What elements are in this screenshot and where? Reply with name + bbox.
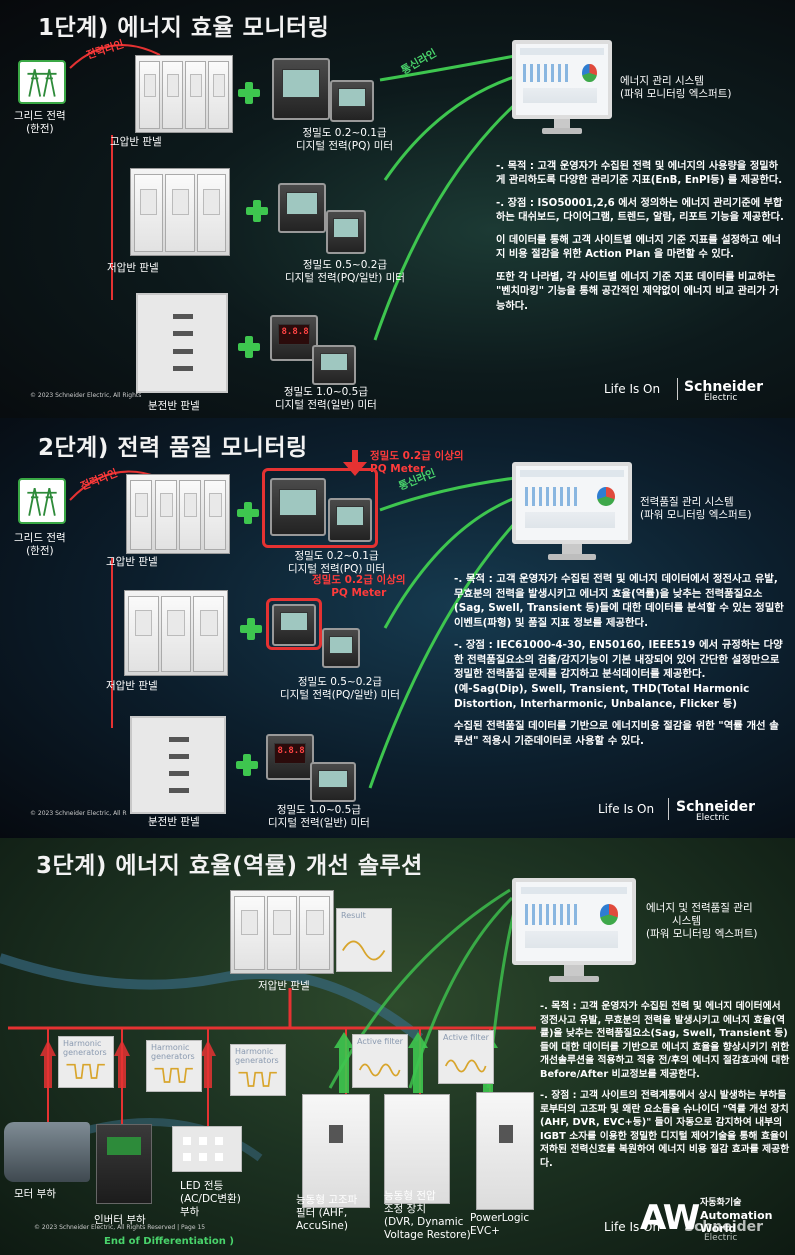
comm-line-label: 통신라인 — [399, 47, 439, 77]
led-light-image — [172, 1126, 242, 1172]
brand-divider — [668, 798, 669, 820]
pq-meter-image — [330, 80, 374, 122]
plus-icon — [246, 200, 268, 222]
grid-label: 그리드 전력(한전) — [14, 532, 66, 558]
pq-meter-image — [278, 183, 326, 233]
dist-panel-label: 분전반 판넬 — [148, 400, 200, 412]
plus-icon — [237, 502, 259, 524]
result-waveform: Result — [336, 908, 392, 972]
digital-meter-image — [270, 315, 318, 361]
system-label: 전력품질 관리 시스템(파워 모니터링 엑스퍼트) — [640, 496, 752, 522]
stage1-panel: 1단계) 에너지 효율 모니터링 전력라인 통신라인 그리드 전력(한전) 고압… — [0, 0, 795, 418]
pq-meter-image — [270, 478, 326, 536]
monitor-image — [512, 878, 636, 984]
hv-panel-label: 고압반 판넬 — [106, 556, 158, 568]
copyright: © 2023 Schneider Electric, All R — [30, 810, 127, 817]
pq-meter-image — [326, 210, 366, 254]
lv-panel-label: 저압반 판넬 — [106, 680, 158, 692]
end-label: End of Differentiation ) — [104, 1236, 234, 1247]
pq-meter-image — [328, 498, 372, 542]
life-is-on-text: Life Is On — [604, 1220, 661, 1234]
brand-divider — [677, 378, 678, 400]
pq-meter-highlight — [266, 598, 322, 650]
motor-image — [4, 1122, 90, 1182]
lv-panel-image — [124, 590, 228, 676]
life-is-on-text: Life Is On — [598, 802, 655, 816]
evc-device-image — [476, 1092, 534, 1210]
plus-icon — [236, 754, 258, 776]
plus-icon — [240, 618, 262, 640]
stage3-description: -. 목적 : 고객 운영자가 수집된 전력 및 에너지 데이터에서 정전사고 … — [540, 1001, 790, 1169]
copyright: © 2023 Schneider Electric, All Rights Re… — [34, 1224, 206, 1231]
page-title: 2단계) 전력 품질 모니터링 — [38, 435, 308, 461]
pq-meter-highlight — [262, 468, 378, 548]
active-filter-waveform: Active filter — [438, 1030, 494, 1084]
plus-icon — [238, 336, 260, 358]
page-title: 3단계) 에너지 효율(역률) 개선 솔루션 — [36, 853, 423, 879]
motor-label: 모터 부하 — [14, 1188, 56, 1200]
harmonic-waveform: Harmonic generators — [146, 1040, 202, 1092]
pq-meter-image — [272, 58, 330, 120]
inverter-image — [96, 1124, 152, 1204]
led-label: LED 전등(AC/DC변환)부하 — [180, 1180, 241, 1219]
power-line-label: 전력라인 — [78, 467, 120, 493]
system-label: 에너지 관리 시스템(파워 모니터링 엑스퍼트) — [620, 75, 732, 101]
power-tower-icon — [18, 478, 66, 524]
hv-panel-image — [126, 474, 230, 554]
grid-label: 그리드 전력(한전) — [14, 110, 66, 136]
harmonic-waveform: Harmonic generators — [58, 1036, 114, 1088]
dist-panel-image — [130, 716, 226, 814]
life-is-on-text: Life Is On — [604, 382, 661, 396]
dist-panel-image — [136, 293, 228, 393]
lv-panel-image — [230, 890, 334, 974]
hv-panel-label: 고압반 판넬 — [110, 136, 162, 148]
digital-meter-image — [310, 762, 356, 802]
dvr-device-image — [384, 1094, 450, 1204]
copyright: © 2023 Schneider Electric, All Rights — [30, 392, 142, 399]
harmonic-waveform: Harmonic generators — [230, 1044, 286, 1096]
active-filter-waveform: Active filter — [352, 1034, 408, 1088]
digital-meter-image — [266, 734, 314, 780]
monitor-image — [512, 40, 612, 136]
power-tower-icon — [18, 60, 66, 104]
dist-panel-label: 분전반 판넬 — [148, 816, 200, 828]
lv-panel-label: 저압반 판넬 — [258, 980, 310, 992]
watermark-logo: AW — [640, 1198, 700, 1238]
page-title: 1단계) 에너지 효율 모니터링 — [38, 15, 330, 41]
lv-panel-label: 저압반 판넬 — [107, 262, 159, 274]
power-line-label: 전력라인 — [84, 38, 126, 62]
digital-meter-image — [312, 345, 356, 385]
ahf-device-image — [302, 1094, 370, 1208]
stage1-description: -. 목적 : 고객 운영자가 수집된 전력 및 에너지의 사용량을 정밀하게 … — [496, 161, 784, 312]
stage2-description: -. 목적 : 고객 운영자가 수집된 전력 및 에너지 데이터에서 정전사고 … — [454, 573, 784, 747]
plus-icon — [238, 82, 260, 104]
inverter-label: 인버터 부하 — [94, 1214, 146, 1226]
monitor-image — [512, 462, 632, 562]
pq-meter-image — [322, 628, 360, 668]
stage3-panel: 3단계) 에너지 효율(역률) 개선 솔루션 Result 저압반 판넬 Har… — [0, 838, 795, 1255]
pq-meter-image — [272, 604, 316, 646]
hv-panel-image — [135, 55, 233, 133]
lv-panel-image — [130, 168, 230, 256]
